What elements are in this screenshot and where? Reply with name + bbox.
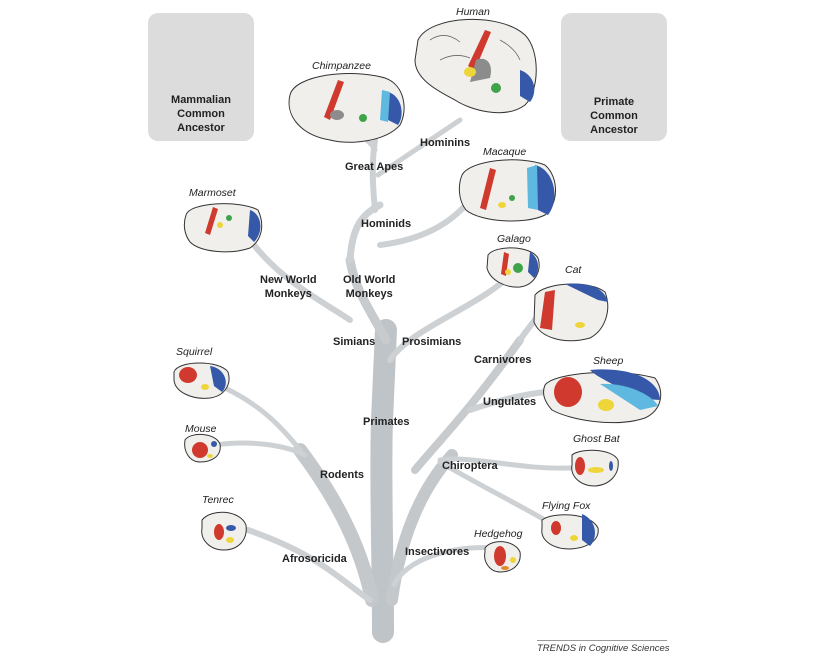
- old-world-line1: Old World: [343, 274, 396, 286]
- brain-squirrel: [173, 362, 230, 399]
- label-galago: Galago: [497, 233, 531, 245]
- brain-mouse: [184, 434, 221, 463]
- brain-sheep: [543, 369, 662, 424]
- branch-prosimians: [387, 277, 508, 363]
- label-tenrec: Tenrec: [202, 494, 234, 506]
- new-world-line1: New World: [260, 274, 317, 286]
- trunk-left-base: [293, 443, 379, 607]
- brain-tenrec: [201, 511, 247, 551]
- label-ghost-bat: Ghost Bat: [573, 433, 620, 445]
- label-afrosoricida: Afrosoricida: [282, 553, 347, 565]
- branch-squirrel: [222, 385, 303, 453]
- brain-human: [414, 19, 537, 114]
- label-chimpanzee: Chimpanzee: [312, 60, 371, 72]
- primate-ancestor-line2: Common: [590, 110, 638, 122]
- primate-ancestor-line3: Ancestor: [590, 124, 638, 136]
- label-marmoset: Marmoset: [189, 187, 236, 199]
- branch-sheep: [467, 389, 548, 413]
- label-simians: Simians: [333, 336, 376, 348]
- primate-ancestor-line1: Primate: [593, 96, 635, 108]
- credit-rule: [537, 640, 667, 641]
- branch-flying-fox: [437, 459, 548, 523]
- branch-insectivores: [391, 545, 498, 588]
- new-world-line2: Monkeys: [264, 288, 312, 300]
- label-hedgehog: Hedgehog: [474, 528, 523, 540]
- label-rodents: Rodents: [320, 469, 364, 481]
- branch-afrosoricida: [245, 527, 373, 603]
- label-insectivores: Insectivores: [405, 546, 470, 558]
- label-human: Human: [456, 6, 490, 18]
- branch-new-world: [247, 237, 353, 323]
- mammalian-ancestor-line1: Mammalian: [171, 94, 231, 106]
- label-old-world-monkeys: Old World Monkeys: [343, 273, 395, 301]
- brain-chimpanzee: [288, 73, 405, 143]
- primate-ancestor-box: Primate Common Ancestor: [561, 13, 667, 141]
- brain-cat: [533, 283, 609, 342]
- label-prosimians: Prosimians: [402, 336, 462, 348]
- branch-laurasiatheria: [411, 336, 524, 474]
- branch-human: [375, 117, 463, 178]
- old-world-line2: Monkeys: [345, 288, 393, 300]
- label-mouse: Mouse: [185, 423, 217, 435]
- label-hominids: Hominids: [361, 218, 412, 230]
- branch-old-world: [346, 201, 384, 264]
- label-sheep: Sheep: [593, 355, 624, 367]
- mammalian-ancestor-box: Mammalian Common Ancestor: [148, 13, 254, 141]
- label-hominins: Hominins: [420, 137, 471, 149]
- brain-ghost-bat: [571, 449, 619, 487]
- label-new-world-monkeys: New World Monkeys: [260, 273, 317, 301]
- brain-flying-fox: [541, 514, 599, 550]
- label-flying-fox: Flying Fox: [542, 500, 591, 512]
- branch-macaque: [377, 197, 473, 248]
- journal-credit: TRENDS in Cognitive Sciences: [537, 643, 670, 654]
- mammalian-ancestor-line3: Ancestor: [177, 122, 225, 134]
- brain-macaque: [458, 159, 556, 222]
- label-macaque: Macaque: [483, 146, 527, 158]
- label-chiroptera: Chiroptera: [442, 460, 498, 472]
- label-ungulates: Ungulates: [483, 396, 537, 408]
- tree-branches: [212, 117, 573, 643]
- mammalian-ancestor-line2: Common: [177, 108, 225, 120]
- brain-hedgehog: [484, 541, 521, 573]
- trunk: [370, 319, 397, 643]
- branch-mouse: [212, 440, 308, 458]
- label-primates: Primates: [363, 416, 410, 428]
- branch-simians: [345, 255, 391, 345]
- label-great-apes: Great Apes: [345, 161, 404, 173]
- label-cat: Cat: [565, 264, 582, 276]
- branch-chiroptera: [437, 456, 573, 471]
- brain-galago: [486, 247, 540, 288]
- label-squirrel: Squirrel: [176, 346, 213, 358]
- brain-marmoset: [183, 203, 263, 253]
- label-carnivores: Carnivores: [474, 354, 532, 366]
